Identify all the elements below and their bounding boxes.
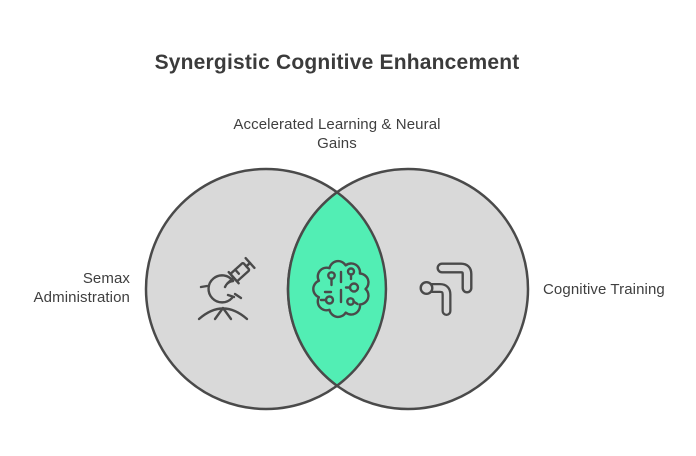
diagram-title: Synergistic Cognitive Enhancement (154, 51, 520, 74)
venn-circles (144, 167, 530, 411)
overlap-lens (286, 190, 388, 388)
overlap-label-line1: Accelerated Learning & Neural (233, 116, 441, 133)
right-circle-label: Cognitive Training (543, 281, 665, 298)
left-label-line1: Semax (82, 270, 130, 287)
circuit-brain-icon (312, 259, 370, 319)
growth-arrows-icon (419, 262, 473, 316)
syringe-person-icon (197, 256, 256, 321)
left-circle-label: Semax Administration (0, 269, 130, 307)
left-label-line2: Administration (33, 289, 130, 306)
overlap-label-line2: Gains (317, 135, 357, 152)
overlap-label: Accelerated Learning & Neural Gains (187, 115, 487, 153)
